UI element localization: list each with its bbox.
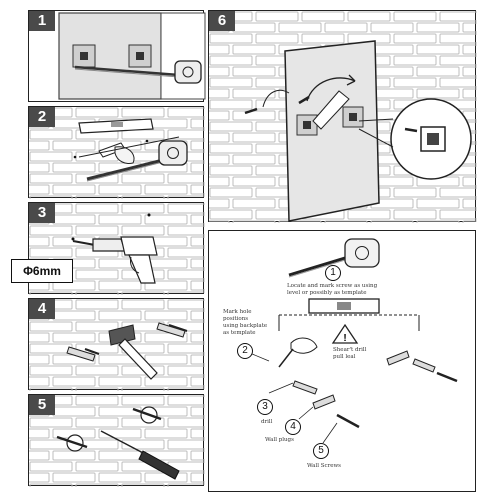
step-number: 2 xyxy=(29,107,55,127)
callout-1: 1 xyxy=(325,265,341,281)
step-4-illustration xyxy=(29,299,205,391)
step-number: 3 xyxy=(29,203,55,223)
screw-icon xyxy=(132,406,162,424)
mark-hole-label-line-4: as template xyxy=(223,330,256,336)
step-number: 5 xyxy=(29,395,55,415)
drill-label: drill xyxy=(261,419,273,425)
screw-icon xyxy=(336,371,458,429)
mark-hole-label-line-2: positions xyxy=(223,316,249,322)
warning-label-line-1: Shear't drill xyxy=(333,347,367,353)
mark-hole-label-line-3: using backplate xyxy=(223,323,268,329)
screwdriver-icon xyxy=(100,430,180,480)
tape-measure-icon xyxy=(74,60,202,84)
step-6-illustration xyxy=(209,11,477,223)
wall-plug-icon xyxy=(292,350,436,410)
warning-label-line-2: pull leal xyxy=(333,354,356,360)
tape-measure-icon xyxy=(86,140,188,182)
wall-plugs-label: Wall plugs xyxy=(265,437,294,443)
backplate-icon xyxy=(72,44,96,68)
step-2-illustration xyxy=(29,107,205,199)
step-number: 4 xyxy=(29,299,55,319)
spirit-level-icon xyxy=(308,298,380,314)
drill-icon xyxy=(72,236,158,284)
detail-illustration: ! xyxy=(244,238,458,444)
step-4-panel: 4 xyxy=(28,298,205,391)
callout-3: 3 xyxy=(257,399,273,415)
step-1-illustration xyxy=(58,12,206,100)
locate-label-line-1: Locate and mark screw as using xyxy=(287,283,378,289)
drill-size-label: Φ6mm xyxy=(11,259,73,283)
svg-text:!: ! xyxy=(343,333,346,344)
step-5-panel: 5 xyxy=(28,394,205,487)
hammer-icon xyxy=(108,324,158,380)
wall-plug-icon xyxy=(156,322,188,338)
step-2-panel: 2 xyxy=(28,106,205,199)
mark-hole-label-line-1: Mark hole xyxy=(223,309,252,315)
screw-icon xyxy=(56,434,88,452)
detail-panel: ! 1 2 3 4 5 Mark hole positions using ba… xyxy=(208,230,476,492)
tape-measure-icon xyxy=(288,238,380,278)
step-number: 1 xyxy=(29,11,55,31)
warning-icon: ! xyxy=(331,323,359,344)
callout-4: 4 xyxy=(285,419,301,435)
step-3-panel: 3 Φ6mm xyxy=(11,202,205,295)
wall-screws-label: Wall Screws xyxy=(307,463,341,469)
callout-5: 5 xyxy=(313,443,329,459)
callout-2: 2 xyxy=(237,343,253,359)
step-6-panel: 6 xyxy=(208,10,477,223)
spirit-level-icon xyxy=(78,118,154,134)
backplate-icon xyxy=(128,44,152,68)
screw-icon xyxy=(244,95,310,115)
step-number: 6 xyxy=(209,11,235,31)
step-1-panel: 1 xyxy=(28,10,206,102)
backplate-icon xyxy=(420,126,446,152)
locate-label-line-2: level or possibly as template xyxy=(287,290,367,296)
wall-plug-icon xyxy=(66,346,100,362)
step-5-illustration xyxy=(29,395,205,487)
